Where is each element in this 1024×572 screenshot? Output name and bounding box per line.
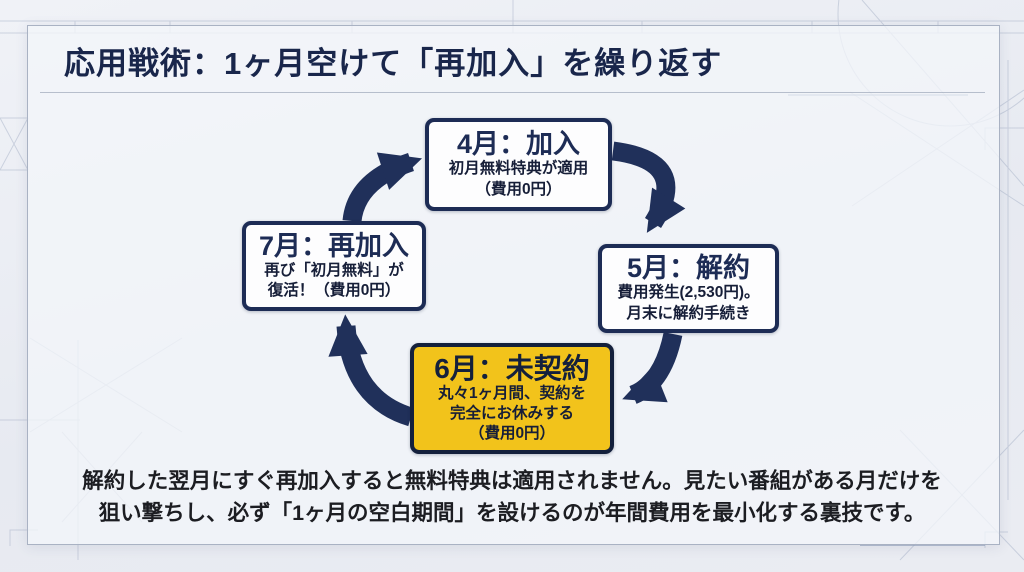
cycle-node-detail: 月末に解約手続き [626,304,751,322]
footer-note-line: 解約した翌月にすぐ再加入すると無料特典は適用されません。見たい番組がある月だけを [82,469,942,493]
content-card [27,25,1000,545]
cycle-node-detail: （費用0円） [475,180,562,198]
slide-title: 応用戦術：1ヶ月空けて「再加入」を繰り返す [64,46,723,81]
footer-note-line: 狙い撃ちし、必ず「1ヶ月の空白期間」を設けるのが年間費用を最小化する裏技です。 [98,500,926,525]
cycle-node-detail: 費用発生(2,530円)。 [617,284,760,302]
cycle-node-title: 4月：加入 [456,129,581,160]
cycle-node-title: 7月：再加入 [258,230,410,261]
cycle-node-detail: 復活！（費用0円） [267,282,401,300]
cycle-node-title: 6月：未契約 [434,352,590,384]
cycle-node-june: 6月：未契約 丸々1ヶ月間、契約を 完全にお休みする （費用0円） [410,343,614,454]
cycle-node-detail: （費用0円） [468,425,556,443]
cycle-node-may: 5月：解約 費用発生(2,530円)。 月末に解約手続き [598,244,779,333]
cycle-node-title: 5月：解約 [626,253,751,284]
cycle-node-detail: 初月無料特典が適用 [448,160,589,178]
cycle-node-detail: 完全にお休みする [449,405,574,423]
cycle-node-detail: 再び「初月無料」が [264,261,404,279]
title-divider [40,92,985,93]
cycle-node-april: 4月：加入 初月無料特典が適用 （費用0円） [425,118,612,211]
footer-note: 解約した翌月にすぐ再加入すると無料特典は適用されません。見たい番組がある月だけを… [52,466,972,530]
cycle-node-july: 7月：再加入 再び「初月無料」が 復活！（費用0円） [242,221,426,311]
cycle-node-detail: 丸々1ヶ月間、契約を [437,384,587,402]
